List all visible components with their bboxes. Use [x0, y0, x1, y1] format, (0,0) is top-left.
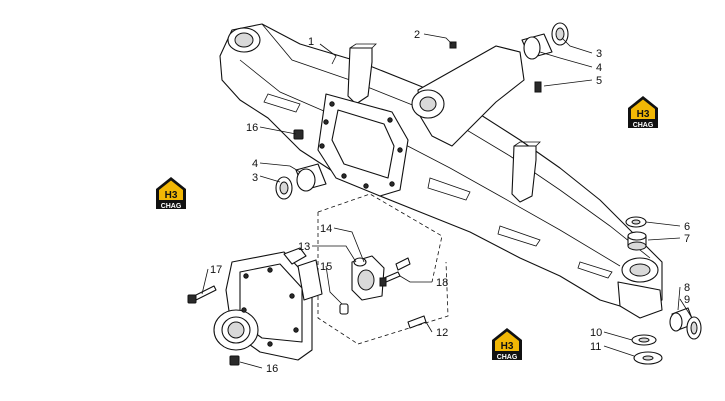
callout-9: 9 [684, 294, 690, 306]
callout-10: 10 [590, 327, 602, 339]
callout-6: 6 [684, 221, 690, 233]
svg-text:CHAG: CHAG [497, 354, 518, 361]
bushing-7 [627, 231, 647, 251]
grease-fitting [449, 41, 457, 49]
callout-1: 1 [308, 36, 314, 48]
plug-top [293, 129, 304, 140]
callout-18: 18 [436, 277, 448, 289]
callout-16-top: 16 [246, 122, 258, 134]
callouts: 1 2 3 4 5 16 4 3 6 7 14 13 17 15 18 8 9 … [210, 29, 690, 375]
watermark-logo-left: H3 CHAG [156, 177, 186, 210]
washer-11 [633, 351, 663, 365]
pivot-bushing-left [275, 163, 327, 200]
callout-15: 15 [320, 261, 332, 273]
bolt-5 [534, 81, 542, 93]
callout-13: 13 [298, 241, 310, 253]
pin-14 [395, 257, 411, 271]
dowel-12 [407, 315, 427, 329]
callout-12: 12 [436, 327, 448, 339]
bearing-cap [351, 255, 385, 301]
callout-5: 5 [596, 75, 602, 87]
callout-11: 11 [590, 341, 601, 353]
watermark-logo-right: H3 CHAG [628, 96, 658, 129]
svg-text:H3: H3 [165, 190, 178, 201]
svg-text:H3: H3 [637, 109, 650, 120]
callout-3: 3 [596, 48, 602, 60]
pivot-bushing-top [521, 22, 569, 60]
callout-2: 2 [414, 29, 420, 41]
svg-text:CHAG: CHAG [161, 203, 182, 210]
seal-9 [686, 316, 702, 340]
leader-lines [201, 33, 693, 369]
washer-10 [631, 334, 657, 346]
washer-6 [625, 216, 647, 228]
callout-16-bottom: 16 [266, 363, 278, 375]
callout-7: 7 [684, 233, 690, 245]
svg-text:H3: H3 [501, 341, 514, 352]
hub-carrier [213, 247, 323, 361]
svg-text:CHAG: CHAG [633, 122, 654, 129]
watermark-logo-bottom: H3 CHAG [492, 328, 522, 361]
bolt-17 [187, 285, 217, 304]
callout-8: 8 [684, 282, 690, 294]
callout-14: 14 [320, 223, 332, 235]
callout-3-left: 3 [252, 172, 258, 184]
callout-17: 17 [210, 264, 222, 276]
axle-housing [219, 23, 663, 319]
pin-15 [339, 303, 349, 315]
plug-bottom [229, 355, 240, 366]
callout-4-left: 4 [252, 158, 258, 170]
callout-4: 4 [596, 62, 602, 74]
assembly-outline [317, 193, 449, 345]
